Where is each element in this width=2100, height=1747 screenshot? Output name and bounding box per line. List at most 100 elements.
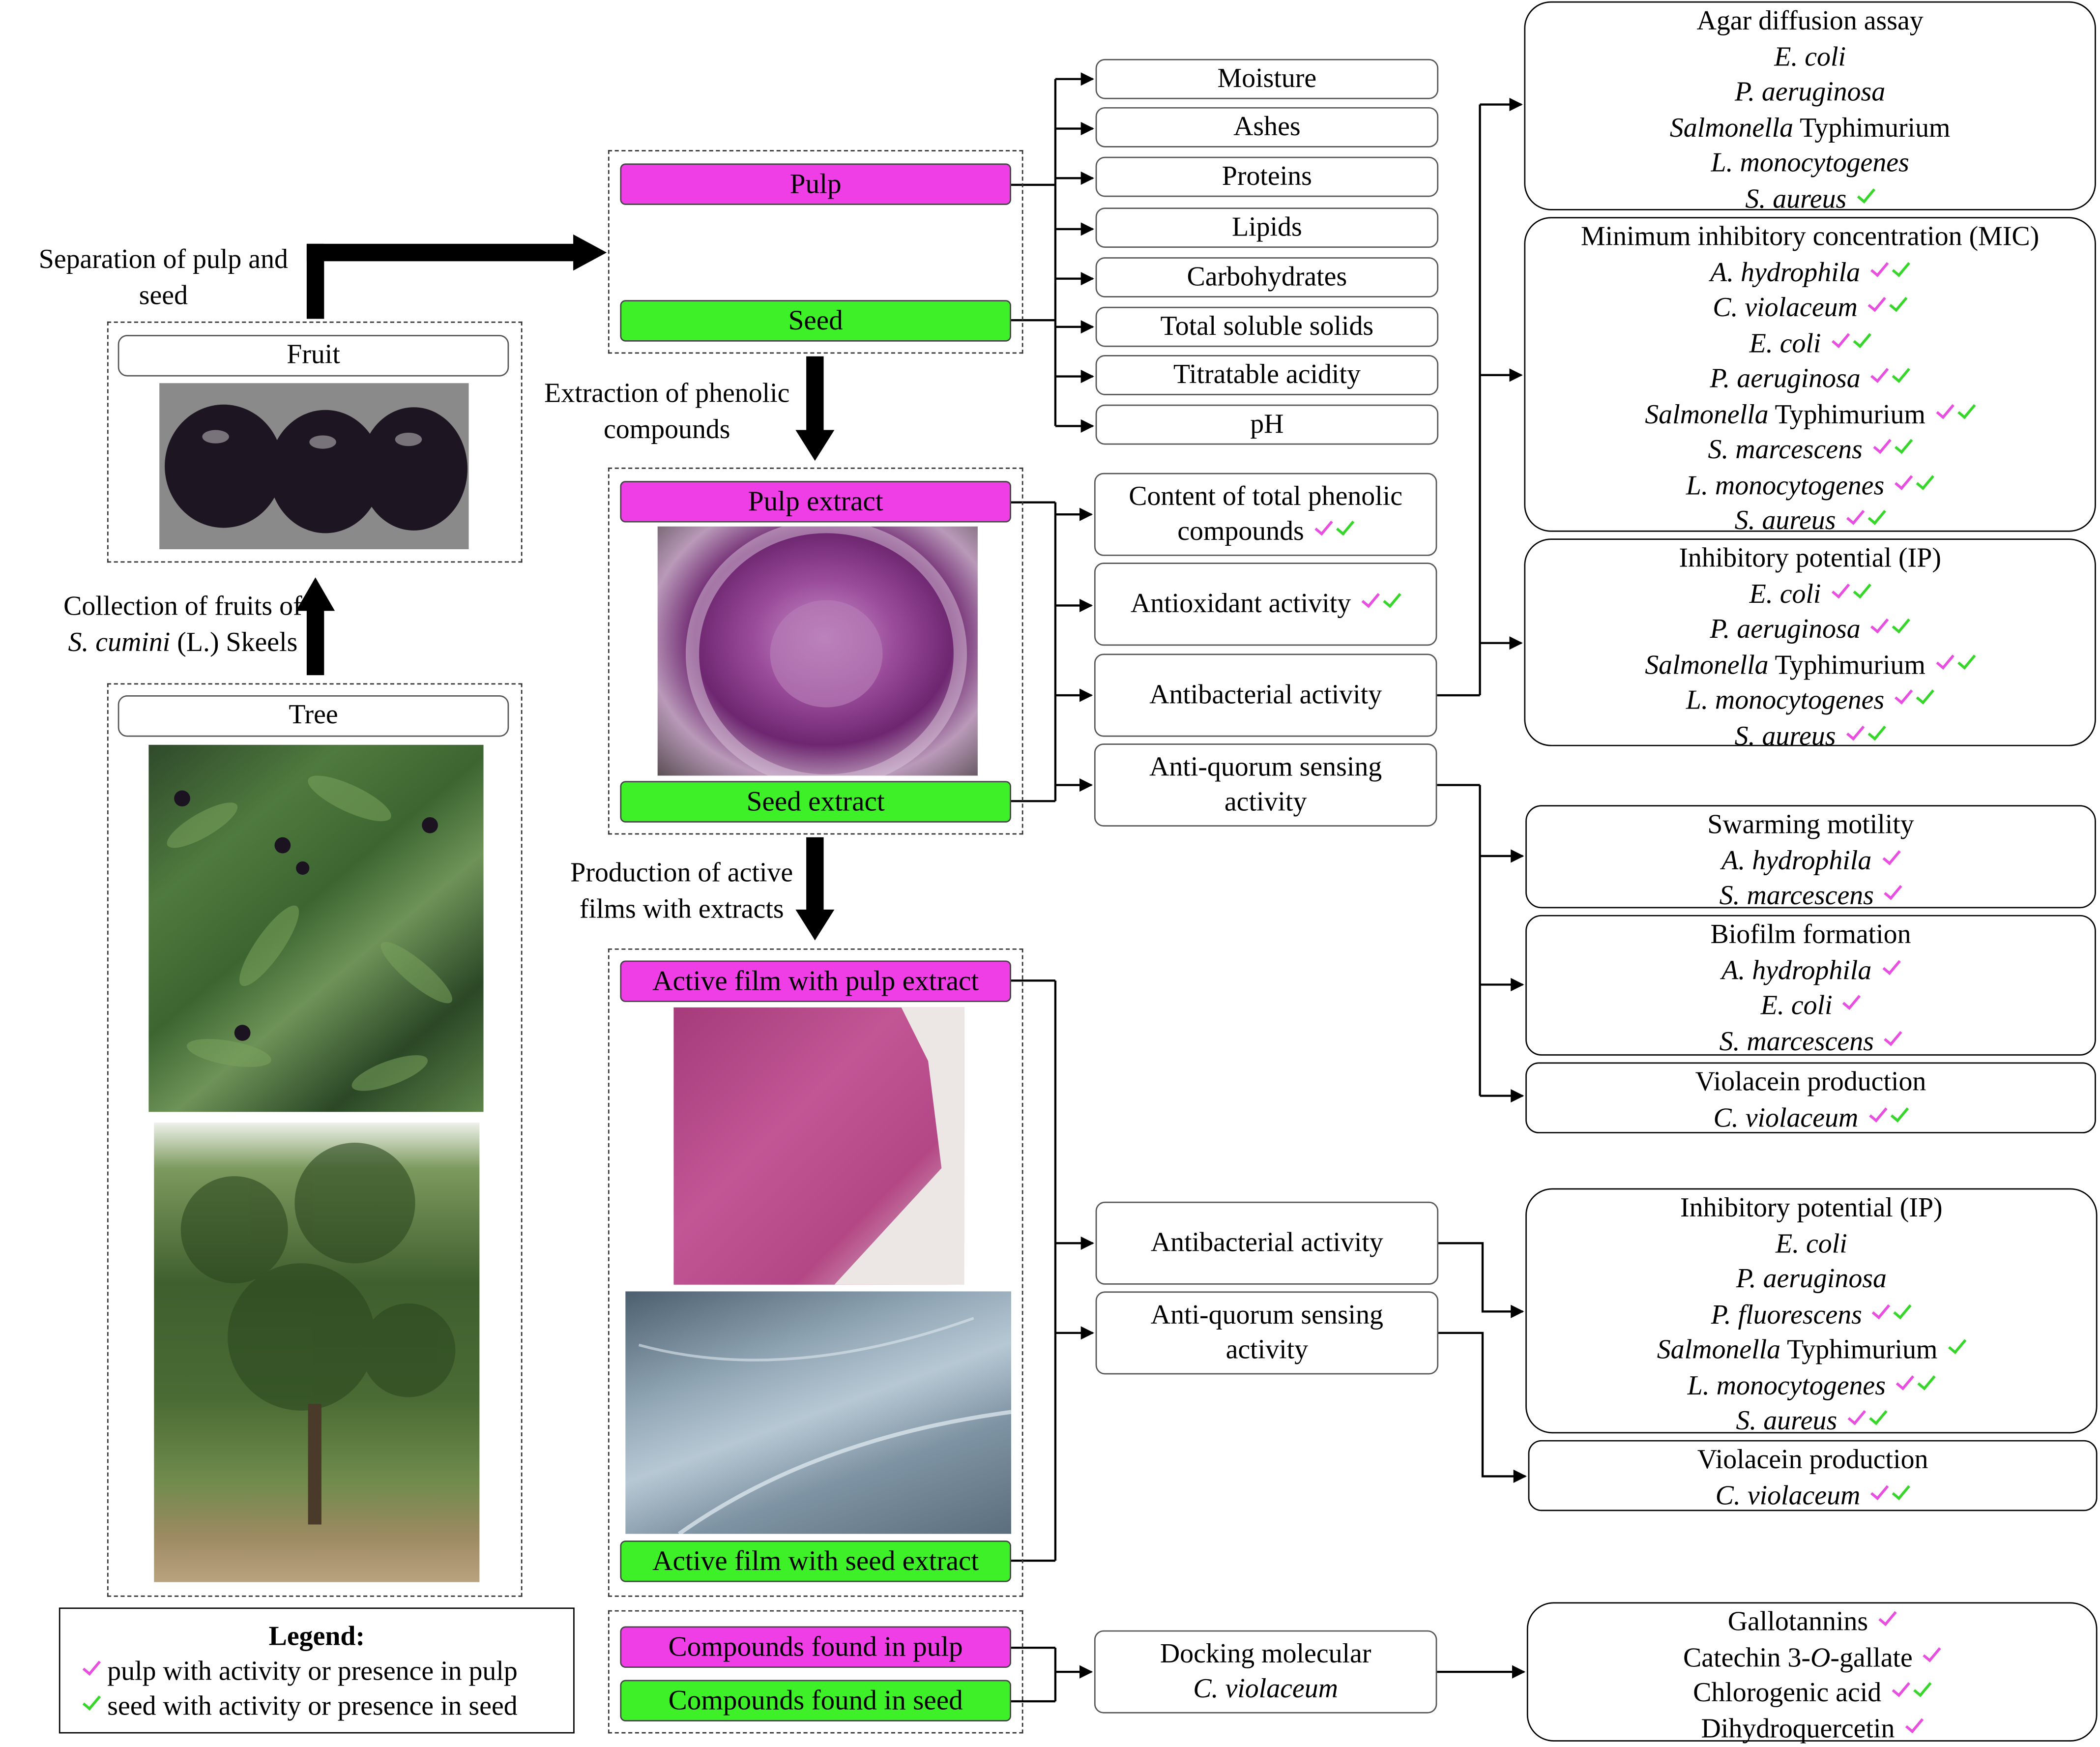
pulp-check-icon [1867,296,1886,318]
result-violacein-film: Violacein production C. violaceum [1528,1440,2098,1511]
pulp-check-icon [1894,688,1913,710]
pulp-check-icon [1922,1646,1941,1667]
list-item: C. violaceum [1525,291,2095,326]
result-docking: Gallotannins Catechin 3-O-gallate Chloro… [1526,1602,2098,1744]
list-item: Dihydroquercetin [1528,1712,2096,1747]
list-item: S. marcescens [1525,433,2095,468]
seed-check-icon [82,1694,100,1716]
extract-texture [686,526,967,776]
result-ip-film: Inhibitory potential (IP) E. coli P. aer… [1525,1188,2098,1436]
seed-check-icon [1852,582,1870,604]
seed-check-icon [1912,1681,1931,1703]
pulp-check-icon [1881,849,1900,870]
test-antibacterial: Antibacterial activity [1094,653,1437,737]
list-item: E. coli [1774,42,1846,72]
pulp-check-icon [1870,1483,1889,1505]
pulp-check-icon [1831,331,1849,353]
result-agar-title: Agar diffusion assay [1696,6,1924,36]
compounds-panel [608,1610,1023,1734]
pulp-check-icon [1842,994,1861,1016]
seed-check-icon [1868,1409,1887,1431]
seed-film-bar: Active film with seed extract [620,1540,1011,1582]
comp-ashes: Ashes [1095,107,1439,148]
result-ip-film-title: Inhibitory potential (IP) [1680,1193,1943,1223]
extract-photo [657,526,978,776]
result-mic-title: Minimum inhibitory concentration (MIC) [1581,222,2040,252]
fruit-label: Fruit [117,335,509,377]
pulp-check-icon [1935,403,1954,424]
list-item: E. coli [1775,1229,1847,1259]
result-mic: Minimum inhibitory concentration (MIC) A… [1524,217,2096,536]
pulp-check-icon [1871,1303,1890,1325]
list-item: Gallotannins [1528,1605,2096,1640]
result-agar: Agar diffusion assay E. coli P. aerugino… [1524,1,2096,214]
list-item: Salmonella Typhimurium [1525,648,2095,683]
comp-proteins: Proteins [1095,156,1439,197]
seed-check-icon [1867,724,1885,746]
legend-seed: seed with activity or presence in seed [60,1689,573,1724]
seed-check-icon [1891,1483,1910,1505]
pulp-check-icon [1361,592,1379,614]
list-item: S. aureus [1527,1404,2096,1439]
seed-check-icon [1956,403,1975,424]
list-item: L. monocytogenes [1525,683,2095,718]
pulp-check-icon [1870,261,1889,282]
list-item: Salmonella Typhimurium [1527,1333,2096,1368]
list-item: C. violaceum [1527,1100,2095,1136]
result-ip-title: Inhibitory potential (IP) [1679,544,1941,574]
result-swarming: Swarming motility A. hydrophila S. marce… [1525,805,2096,911]
seed-check-icon [1382,592,1400,614]
seed-check-icon [1915,474,1934,495]
pulp-check-icon [1831,582,1849,604]
list-item: Salmonella Typhimurium [1669,113,1951,143]
tree-panel [107,683,523,1597]
fruit-photo [159,383,469,550]
legend: Legend: pulp with activity or presence i… [58,1607,575,1734]
legend-pulp: pulp with activity or presence in pulp [60,1655,573,1689]
pulp-check-icon [1878,1610,1896,1632]
seed-check-icon [1956,653,1975,675]
list-item: S. aureus [1525,503,2095,539]
pulp-bar: Pulp [620,163,1011,205]
seed-check-icon [1867,509,1885,531]
result-biofilm-title: Biofilm formation [1710,920,1911,950]
test-antioxidant: Antioxidant activity [1094,563,1437,646]
seed-check-icon [1889,296,1907,318]
pulp-film-bar: Active film with pulp extract [620,960,1011,1002]
list-item: P. aeruginosa [1735,78,1886,107]
list-item: P. fluorescens [1527,1298,2096,1333]
list-item: P. aeruginosa [1525,362,2095,397]
tree-leaves-photo [148,744,484,1112]
pulp-check-icon [1872,438,1891,460]
list-item: E. coli [1527,989,2095,1024]
pulp-film-photo [673,1007,964,1285]
pulp-check-icon [1891,1681,1910,1703]
comp-soluble-solids: Total soluble solids [1095,306,1439,347]
seed-bar: Seed [620,300,1011,342]
pulp-check-icon [82,1660,100,1682]
tree-label: Tree [117,695,509,737]
list-item: P. aeruginosa [1525,612,2095,648]
fruit-panel [107,321,523,563]
pulp-compounds-bar: Compounds found in pulp [620,1626,1011,1668]
result-ip: Inhibitory potential (IP) E. coli P. aer… [1524,538,2096,751]
list-item: L. monocytogenes [1527,1368,2096,1404]
pulp-check-icon [1847,1409,1866,1431]
pulp-check-icon [1845,509,1864,531]
list-item: A. hydrophila [1527,953,2095,988]
list-item: S. aureus [1525,181,2095,217]
comp-moisture: Moisture [1095,59,1439,99]
pulp-check-icon [1881,958,1900,980]
tree-texture [180,1142,456,1525]
seed-check-icon [1891,261,1910,282]
list-item: S. marcescens [1527,879,2095,914]
seed-extract-bar: Seed extract [620,781,1011,823]
pulp-check-icon [1904,1717,1923,1738]
